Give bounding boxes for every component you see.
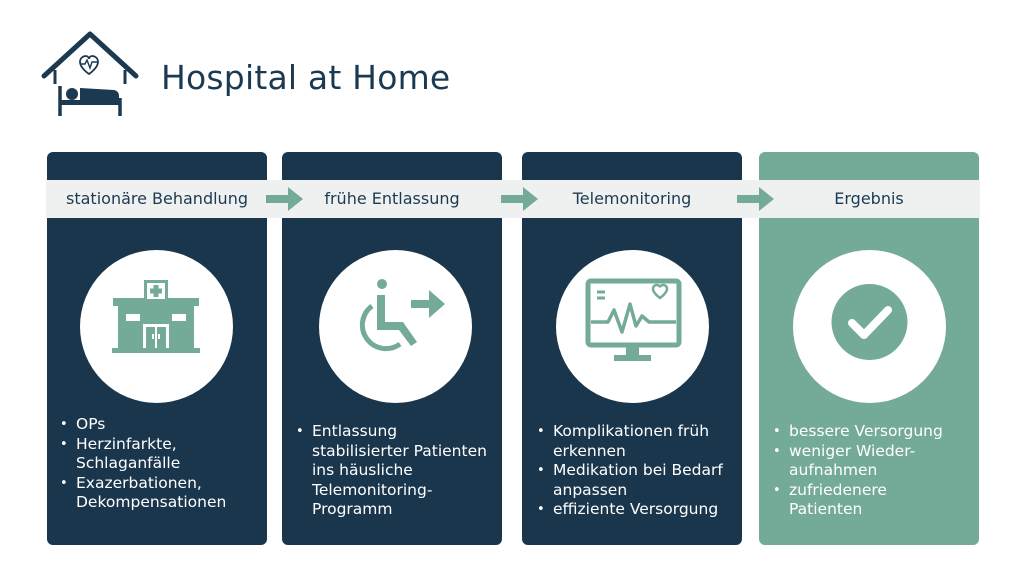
bullet-list-telemonitoring: Komplikationen früh erkennen Medikation …	[537, 422, 735, 520]
step-label-stationary: stationäre Behandlung	[66, 189, 248, 208]
checkmark-icon	[831, 284, 908, 360]
list-item: Herzinfarkte, Schlaganfälle	[60, 435, 260, 474]
list-item: bessere Versorgung	[773, 422, 958, 442]
header: Hospital at Home	[40, 28, 640, 124]
arrow-right-icon	[737, 187, 774, 211]
list-item: OPs	[60, 415, 260, 435]
list-item: Komplikationen früh erkennen	[537, 422, 735, 461]
wheelchair-exit-icon	[359, 279, 445, 352]
page-title: Hospital at Home	[161, 58, 451, 97]
list-item: Exazerbationen, Dekompensationen	[60, 474, 260, 513]
list-item: Medikation bei Bedarf anpassen	[537, 461, 735, 500]
list-item: Entlassung stabilisierter Patienten ins …	[296, 422, 496, 520]
bullet-list-stationary: OPs Herzinfarkte, Schlaganfälle Exazerba…	[60, 415, 260, 513]
icon-circle-stationary	[80, 250, 233, 403]
hospital-at-home-icon	[41, 31, 139, 116]
icon-circle-telemonitoring	[556, 250, 709, 403]
list-item: effiziente Versorgung	[537, 500, 735, 520]
list-item: weniger Wieder-aufnahmen	[773, 442, 958, 481]
arrow-right-icon	[501, 187, 538, 211]
hospital-building-icon	[112, 280, 200, 353]
bullet-list-early-discharge: Entlassung stabilisierter Patienten ins …	[296, 422, 496, 520]
monitor-heart-icon	[585, 278, 682, 361]
bullet-list-result: bessere Versorgung weniger Wieder-aufnah…	[773, 422, 958, 520]
step-label-telemonitoring: Telemonitoring	[572, 189, 692, 208]
icon-circle-early-discharge	[319, 250, 472, 403]
step-label-result: Ergebnis	[834, 189, 904, 208]
icon-circle-result	[793, 250, 946, 403]
step-label-early-discharge: frühe Entlassung	[324, 189, 460, 208]
list-item: zufriedenere Patienten	[773, 481, 958, 520]
arrow-right-icon	[266, 187, 303, 211]
